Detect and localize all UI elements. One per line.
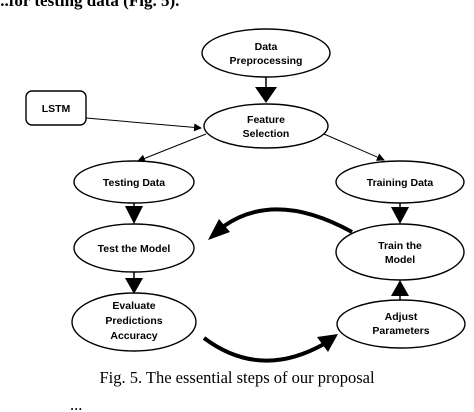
curved-arrow-train-to-test: [222, 207, 353, 234]
label-adjust-parameters-line2: Parameters: [372, 325, 429, 337]
curved-arrowhead-adjust: [317, 334, 338, 352]
label-evaluate-line3: Accuracy: [110, 330, 157, 342]
connector-feature-training: [323, 133, 385, 161]
connector-feature-testing: [137, 133, 207, 163]
label-lstm: LSTM: [42, 103, 71, 115]
node-testing-data: Testing Data: [73, 160, 195, 204]
connector-lstm-feature: [85, 117, 202, 132]
footer-fragment: ...: [70, 395, 82, 412]
label-data-preprocessing-line1: Data: [255, 41, 278, 53]
label-training-data: Training Data: [367, 177, 434, 189]
curved-arrowhead-test-model: [208, 219, 230, 240]
node-feature-selection: Feature Selection: [203, 103, 329, 149]
label-feature-selection-line2: Selection: [243, 128, 290, 140]
label-testing-data: Testing Data: [103, 177, 165, 189]
arrowhead-test-model: [125, 206, 143, 224]
label-evaluate-line1: Evaluate: [112, 300, 155, 312]
node-data-preprocessing: Data Preprocessing: [201, 28, 331, 78]
label-evaluate-line2: Predictions: [105, 315, 162, 327]
node-adjust-parameters: Adjust Parameters: [336, 299, 466, 349]
label-data-preprocessing-line2: Preprocessing: [230, 55, 303, 67]
label-train-the-model-line1: Train the: [378, 240, 422, 252]
label-adjust-parameters-line1: Adjust: [385, 311, 418, 323]
label-train-the-model-line2: Model: [385, 254, 415, 266]
arrowhead-adjust-up: [391, 280, 409, 296]
node-training-data: Training Data: [335, 160, 465, 204]
figure-caption: Fig. 5. The essential steps of our propo…: [99, 368, 375, 387]
node-test-the-model: Test the Model: [73, 223, 195, 273]
node-evaluate-predictions-accuracy: Evaluate Predictions Accuracy: [71, 292, 197, 352]
arrowhead-train-model: [391, 207, 409, 224]
node-train-the-model: Train the Model: [335, 223, 465, 281]
header-fragment: ...for testing data (Fig. 5).: [0, 0, 179, 10]
label-test-the-model: Test the Model: [98, 243, 171, 255]
arrowhead-evaluate: [125, 278, 143, 294]
node-lstm: LSTM: [25, 90, 87, 126]
arrowhead-feature-selection: [255, 87, 277, 103]
curved-arrow-evaluate-to-adjust: [202, 336, 325, 363]
label-feature-selection-line1: Feature: [247, 114, 285, 126]
